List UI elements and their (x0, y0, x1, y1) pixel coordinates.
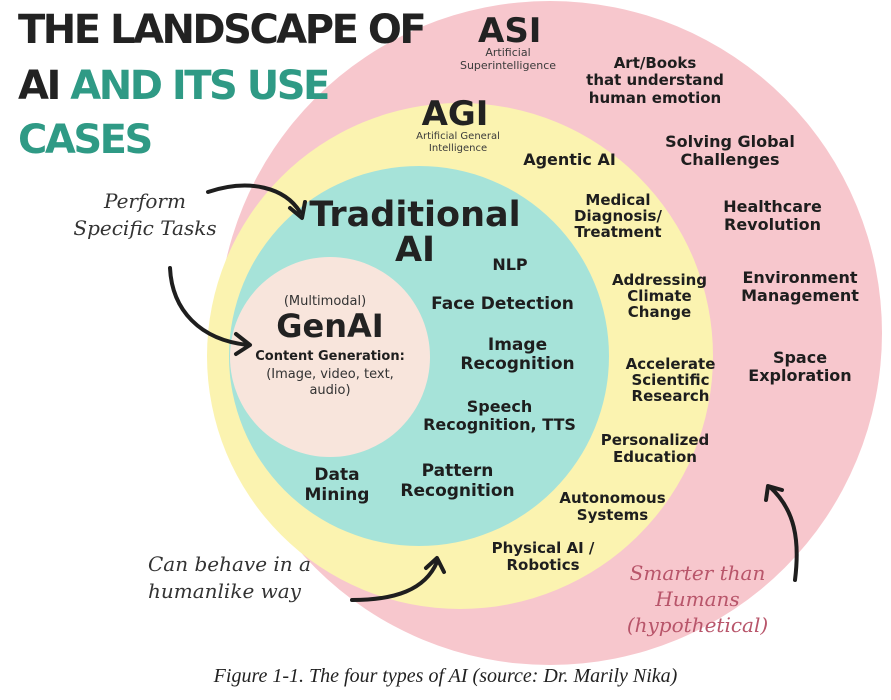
item-line: human emotion (588, 88, 722, 107)
arrow-to-agi-icon (350, 560, 439, 602)
item-line: Physical AI / (491, 539, 595, 557)
item-line: Addressing (611, 271, 708, 289)
item-line: Environment (742, 268, 858, 287)
agi-subtitle: Artificial General Intelligence (398, 131, 518, 155)
traditional-label-line: Traditional (309, 195, 521, 235)
traditional-item-pattern-recognition: Pattern Recognition (390, 461, 525, 501)
asi-item-global-challenges: Solving Global Challenges (655, 132, 805, 170)
agi-item-medical: Medical Diagnosis/ Treatment (562, 192, 674, 241)
genai-desc: (Image, video, text, audio) (240, 367, 420, 398)
item-line: Art/Books (613, 54, 697, 72)
item-line: Education (613, 447, 697, 466)
item-line: Diagnosis/ (574, 207, 662, 226)
arrow-to-genai-head-icon (234, 332, 252, 356)
item-line: Mining (304, 484, 370, 505)
item-line: Recognition, TTS (423, 415, 576, 435)
asi-subtitle: Artificial Superintelligence (448, 46, 568, 72)
item-line: Scientific (631, 371, 710, 390)
genai-desc-line: audio) (309, 382, 351, 398)
genai-desc-title: Content Generation: (255, 349, 405, 364)
arrow-to-asi-head-icon (764, 484, 784, 502)
figure-caption: Figure 1-1. The four types of AI (source… (213, 665, 678, 687)
item-line: Research (631, 387, 710, 406)
annotation-line: Perform (104, 189, 186, 213)
annotation-line: Specific Tasks (73, 216, 217, 240)
agi-subtitle-line: Artificial General (416, 131, 500, 142)
item-line: Climate (627, 287, 692, 306)
agi-subtitle-line: Intelligence (428, 143, 488, 154)
arrow-to-asi-icon (768, 485, 799, 582)
agi-item-climate: Addressing Climate Change (602, 272, 717, 321)
annotation-line: Can behave in a (148, 552, 311, 576)
item-line: Autonomous (559, 489, 666, 507)
asi-subtitle-line: Superintelligence (459, 59, 557, 73)
item-line: Change (627, 303, 692, 322)
annotation-line: (hypothetical) (626, 613, 769, 637)
page-title-accent: AND ITS USE (70, 63, 330, 109)
item-line: Robotics (506, 555, 580, 574)
asi-label: ASI (478, 11, 542, 51)
page-title-line-2: AI AND ITS USE (18, 66, 458, 106)
asi-item-healthcare: Healthcare Revolution (705, 197, 840, 235)
genai-prefix: (Multimodal) (283, 294, 367, 309)
page-title-line-3: CASES (18, 117, 153, 163)
item-line: Agentic AI (523, 150, 616, 169)
item-line: Face Detection (431, 294, 574, 314)
annotation-line: humanlike way (148, 579, 301, 603)
agi-item-agentic: Agentic AI (512, 150, 627, 169)
item-line: Personalized (600, 431, 710, 449)
item-line: Exploration (748, 366, 852, 386)
genai-label: GenAI (276, 307, 384, 345)
genai-desc-line: (Image, video, text, (266, 367, 394, 382)
traditional-label: Traditional AI (300, 198, 530, 268)
item-line: Management (741, 286, 859, 306)
asi-item-art-books: Art/Books that understand human emotion (570, 54, 740, 107)
annotation-smarter: Smarter than Humans (hypothetical) (610, 560, 785, 638)
agi-item-robotics: Physical AI / Robotics (478, 540, 608, 573)
genai-circle (230, 257, 430, 457)
agi-item-education: Personalized Education (590, 432, 720, 465)
agi-item-scientific: Accelerate Scientific Research (613, 356, 728, 405)
traditional-item-face-detection: Face Detection (420, 294, 585, 315)
annotation-humanlike: Can behave in a humanlike way (148, 551, 338, 605)
item-line: NLP (492, 255, 528, 274)
item-line: Space (772, 348, 828, 367)
item-line: Pattern (421, 461, 494, 481)
arrow-to-genai-icon (168, 266, 250, 347)
item-line: Recognition (460, 353, 575, 374)
asi-item-environment: Environment Management (730, 268, 870, 306)
page-title-dark: AI (18, 63, 71, 109)
item-line: Solving Global (665, 132, 795, 151)
arrow-to-agi-head-icon (424, 556, 446, 574)
item-line: Challenges (680, 150, 780, 170)
traditional-item-data-mining: Data Mining (292, 465, 382, 505)
item-line: Data (314, 465, 360, 485)
traditional-item-speech-recognition: Speech Recognition, TTS (412, 397, 587, 435)
traditional-label-line: AI (394, 230, 436, 270)
item-line: Image (487, 335, 548, 355)
item-line: Healthcare (723, 197, 822, 216)
agi-label: AGI (421, 94, 489, 134)
item-line: that understand (586, 71, 724, 90)
arrow-to-traditional-head-icon (288, 200, 307, 220)
item-line: Medical (585, 191, 651, 209)
asi-subtitle-line: Artificial (485, 46, 531, 59)
asi-item-space: Space Exploration (740, 348, 860, 386)
traditional-item-nlp: NLP (475, 255, 545, 274)
annotation-specific-tasks: Perform Specific Tasks (60, 188, 230, 242)
traditional-item-image-recognition: Image Recognition (450, 336, 585, 373)
item-line: Recognition (400, 480, 515, 501)
annotation-line: Humans (655, 587, 740, 611)
agi-item-autonomous: Autonomous Systems (545, 490, 680, 523)
item-line: Systems (576, 505, 649, 524)
arrow-to-traditional-icon (206, 183, 302, 214)
page-title-line-1: THE LANDSCAPE OF (18, 7, 427, 53)
item-line: Speech (466, 397, 533, 416)
item-line: Accelerate (625, 355, 716, 373)
annotation-line: Smarter than (629, 561, 766, 585)
item-line: Revolution (724, 215, 821, 235)
item-line: Treatment (574, 223, 662, 242)
